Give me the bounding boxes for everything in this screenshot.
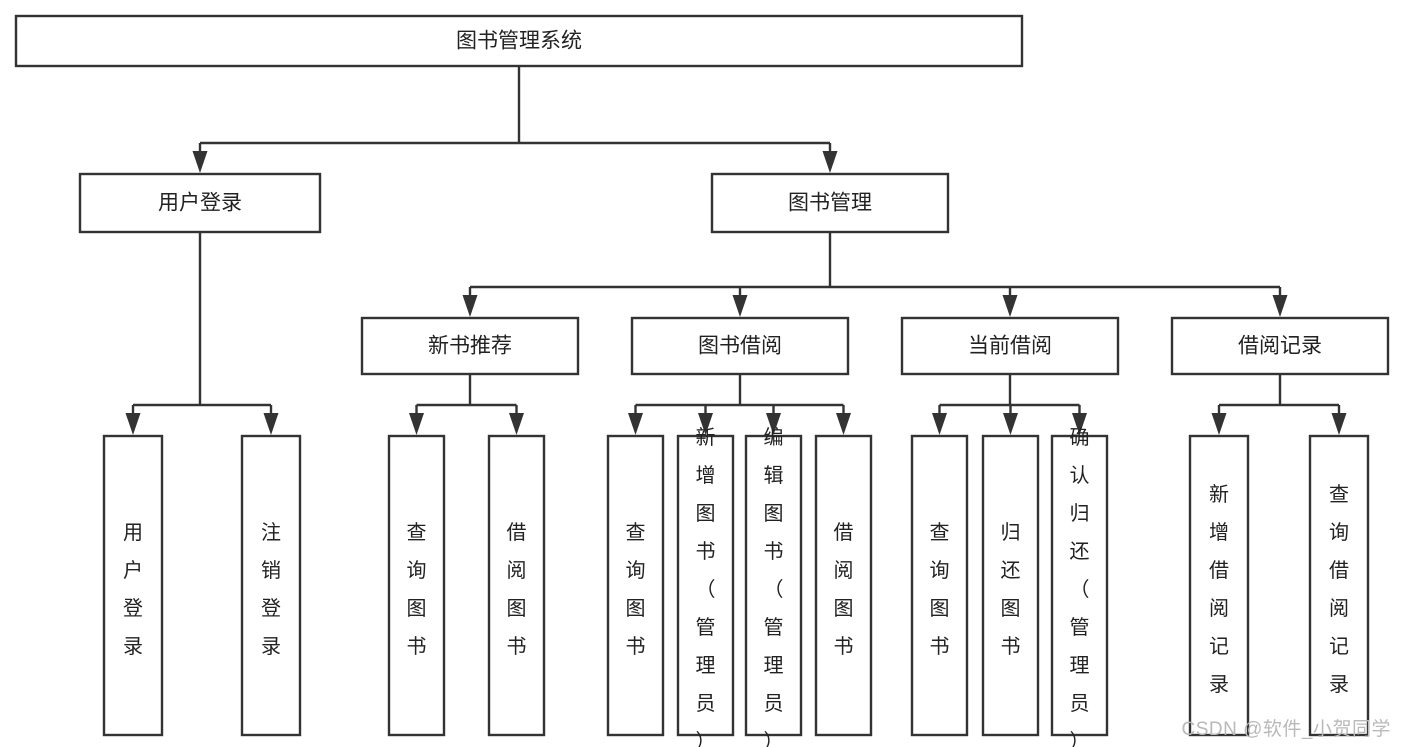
node-label: 查询图书 <box>407 521 427 658</box>
node-label: 图书管理系统 <box>456 30 582 53</box>
node-leaf-leaf-borrow-book-2[interactable]: 借阅图书 <box>814 434 873 737</box>
connector-arrowhead <box>766 413 781 435</box>
node-box[interactable] <box>910 434 969 737</box>
node-level3-book-borrow[interactable]: 图书借阅 <box>630 316 850 376</box>
node-label: 编辑图书（管理员） <box>764 426 784 747</box>
node-label: 借阅记录 <box>1238 335 1322 358</box>
node-label: 归还图书 <box>1001 521 1021 658</box>
node-level2-book-manage[interactable]: 图书管理 <box>710 172 950 234</box>
node-leaf-leaf-edit-book[interactable]: 编辑图书（管理员） <box>744 426 803 747</box>
node-leaf-leaf-borrow-book-1[interactable]: 借阅图书 <box>487 434 546 737</box>
connector-arrowhead <box>1002 295 1018 317</box>
node-label: 确认归还（管理员） <box>1070 426 1090 747</box>
node-level3-current-borrow[interactable]: 当前借阅 <box>900 316 1120 376</box>
node-label: 注销登录 <box>261 521 281 658</box>
node-label: 新增借阅记录 <box>1209 483 1229 696</box>
node-label: 用户登录 <box>123 522 143 658</box>
connector-arrowhead <box>1072 413 1087 435</box>
node-box[interactable] <box>1188 434 1250 737</box>
node-label: 新增图书（管理员） <box>696 426 716 747</box>
node-leaf-leaf-user-login[interactable]: 用户登录 <box>102 434 164 737</box>
connector-arrowhead <box>409 413 424 435</box>
node-box[interactable] <box>1170 316 1390 376</box>
connector-arrowhead <box>462 295 478 317</box>
connector-group-book-manage <box>462 232 1288 317</box>
node-box[interactable] <box>487 434 546 737</box>
node-box[interactable] <box>900 316 1120 376</box>
node-box[interactable] <box>606 434 665 737</box>
node-box[interactable] <box>814 434 873 737</box>
node-label: 新书推荐 <box>428 335 512 358</box>
node-box[interactable] <box>240 434 302 737</box>
node-box[interactable] <box>102 434 164 737</box>
node-label: 图书管理 <box>788 192 872 215</box>
node-box[interactable] <box>387 434 446 737</box>
node-leaf-leaf-query-book-1[interactable]: 查询图书 <box>387 434 446 737</box>
nodes-layer: 图书管理系统用户登录图书管理新书推荐图书借阅当前借阅借阅记录用户登录注销登录查询… <box>14 14 1390 747</box>
node-box[interactable] <box>1050 434 1109 737</box>
connector-arrowhead <box>509 413 524 435</box>
connector-group-user-login <box>125 232 279 435</box>
connector-group-book-borrow <box>628 374 851 435</box>
node-root-root[interactable]: 图书管理系统 <box>14 14 1024 68</box>
node-box[interactable] <box>14 14 1024 68</box>
node-leaf-leaf-return-book[interactable]: 归还图书 <box>981 434 1040 737</box>
connector-arrowhead <box>698 413 713 435</box>
node-label: 用户登录 <box>158 192 242 215</box>
node-level2-user-login[interactable]: 用户登录 <box>78 172 322 234</box>
node-label: 图书借阅 <box>698 335 782 358</box>
node-label: 借阅图书 <box>834 521 854 658</box>
node-leaf-leaf-add-record[interactable]: 新增借阅记录 <box>1188 434 1250 737</box>
node-leaf-leaf-query-record[interactable]: 查询借阅记录 <box>1308 434 1370 737</box>
node-box[interactable] <box>1308 434 1370 737</box>
node-leaf-leaf-query-book-3[interactable]: 查询图书 <box>910 434 969 737</box>
node-box[interactable] <box>78 172 322 234</box>
connector-arrowhead <box>192 151 208 173</box>
node-level3-new-book-rec[interactable]: 新书推荐 <box>360 316 580 376</box>
node-box[interactable] <box>676 434 735 737</box>
node-label: 查询图书 <box>626 521 646 658</box>
node-box[interactable] <box>710 172 950 234</box>
connector-arrowhead <box>1272 295 1288 317</box>
connector-arrowhead <box>263 413 279 435</box>
node-label: 查询图书 <box>930 521 950 658</box>
connector-arrowhead <box>125 413 141 435</box>
node-box[interactable] <box>630 316 850 376</box>
node-leaf-leaf-confirm-return[interactable]: 确认归还（管理员） <box>1050 426 1109 747</box>
node-label: 查询借阅记录 <box>1329 483 1349 696</box>
node-box[interactable] <box>981 434 1040 737</box>
node-box[interactable] <box>744 434 803 737</box>
connector-arrowhead <box>822 151 838 173</box>
node-level3-borrow-record[interactable]: 借阅记录 <box>1170 316 1390 376</box>
node-leaf-leaf-query-book-2[interactable]: 查询图书 <box>606 434 665 737</box>
connectors-layer <box>125 66 1347 435</box>
connector-arrowhead <box>932 413 947 435</box>
connector-arrowhead <box>628 413 643 435</box>
connector-arrowhead <box>1211 413 1227 435</box>
connector-arrowhead <box>1331 413 1347 435</box>
connector-group-new-book-rec <box>409 374 524 435</box>
node-label: 当前借阅 <box>968 335 1052 358</box>
connector-arrowhead <box>732 295 748 317</box>
connector-group-current-borrow <box>932 374 1087 435</box>
connector-arrowhead <box>1003 413 1018 435</box>
node-leaf-leaf-logout[interactable]: 注销登录 <box>240 434 302 737</box>
connector-group-borrow-record <box>1211 374 1347 435</box>
connector-group-root <box>192 66 838 173</box>
connector-arrowhead <box>836 413 851 435</box>
node-box[interactable] <box>360 316 580 376</box>
node-label: 借阅图书 <box>507 521 527 658</box>
node-leaf-leaf-add-book[interactable]: 新增图书（管理员） <box>676 426 735 747</box>
